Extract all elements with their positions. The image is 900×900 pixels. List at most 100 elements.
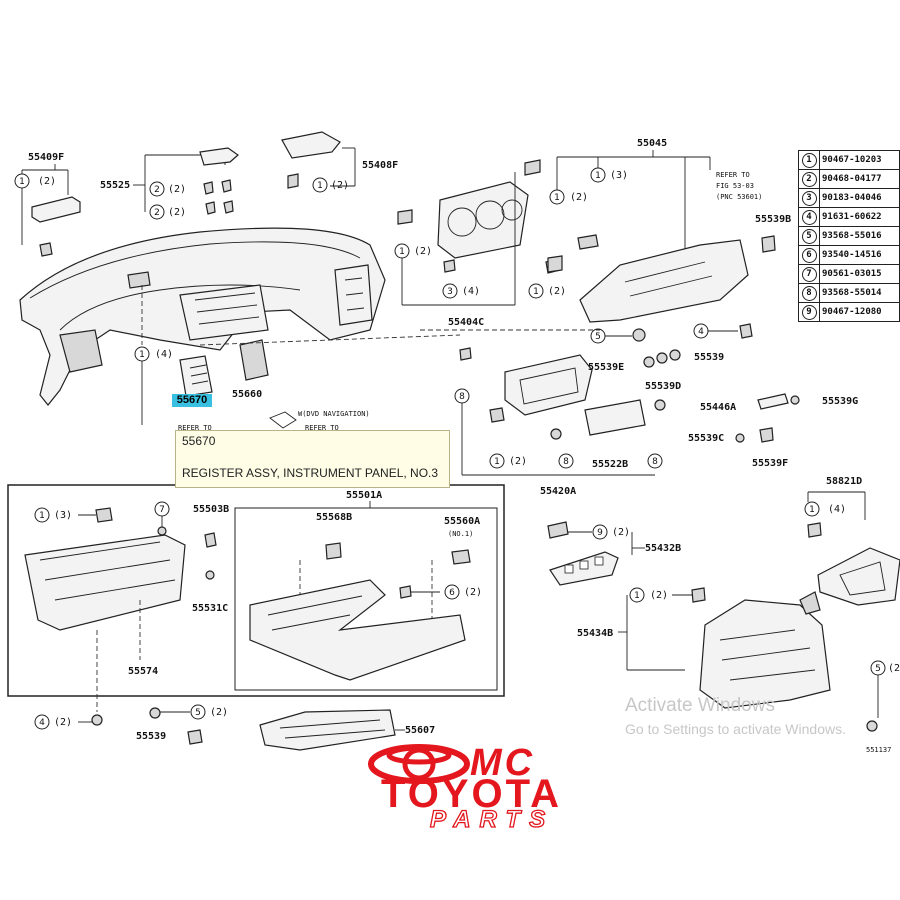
- refer-note: REFER TO: [305, 424, 339, 432]
- part-55670-register[interactable]: [179, 355, 213, 397]
- part-55522b[interactable]: [584, 399, 646, 436]
- part-55568b[interactable]: [325, 542, 342, 560]
- legend-part-number[interactable]: 90467-10203: [819, 150, 900, 170]
- label-551137[interactable]: 551137: [866, 746, 891, 754]
- label-55501a[interactable]: 55501A: [346, 490, 382, 501]
- legend-key: 3: [798, 188, 820, 208]
- label-55525[interactable]: 55525: [100, 180, 130, 191]
- activation-title: Activate Windows: [625, 695, 775, 716]
- part-55446a[interactable]: [757, 393, 789, 410]
- part-55525-cover[interactable]: [199, 147, 239, 166]
- qty: (3): [610, 170, 628, 181]
- group-55539-right: 55539E 55539 55539D 55446A 55539G 55539C…: [588, 349, 858, 469]
- group-55420a: 8 1 (2) 8 55522B 8 55420A: [199, 329, 666, 497]
- part-55409f[interactable]: [31, 196, 81, 223]
- legend-part-number[interactable]: 93568-55016: [819, 226, 900, 246]
- legend-part-number[interactable]: 93568-55014: [819, 283, 900, 303]
- label-55539c[interactable]: 55539C: [688, 433, 724, 444]
- legend-key-circle: 1: [801, 152, 817, 168]
- qty: (2): [509, 456, 527, 467]
- label-55539b[interactable]: 55539B: [755, 214, 791, 225]
- label-55432b[interactable]: 55432B: [645, 543, 681, 554]
- label-55408f[interactable]: 55408F: [362, 160, 398, 171]
- callout-1: 1: [595, 171, 601, 181]
- qty: (2): [548, 286, 566, 297]
- part-58821d[interactable]: [817, 547, 900, 606]
- label-55560a[interactable]: 55560A: [444, 516, 480, 527]
- label-55539d[interactable]: 55539D: [645, 381, 681, 392]
- callout-1: 1: [139, 350, 145, 360]
- part-55501a-glovebox-door[interactable]: [249, 579, 466, 681]
- label-55045[interactable]: 55045: [637, 138, 667, 149]
- clip-part[interactable]: [39, 242, 53, 257]
- callout-1: 1: [39, 511, 45, 521]
- label-55539g[interactable]: 55539G: [822, 396, 858, 407]
- legend-key-circle: 5: [801, 228, 817, 244]
- legend-key: 1: [798, 150, 820, 170]
- label-55434b[interactable]: 55434B: [577, 628, 613, 639]
- group-55045: 55045 REFER TO FIG 53-03 (PNC 53601) 1 (…: [547, 138, 791, 344]
- label-55539f[interactable]: 55539F: [752, 458, 788, 469]
- callout-9: 9: [597, 528, 603, 538]
- brand-parts: PARTS: [429, 805, 555, 833]
- qty: (2): [168, 184, 186, 195]
- part-55045-panel[interactable]: [579, 239, 749, 323]
- label-55409f[interactable]: 55409F: [28, 152, 64, 163]
- legend-key-circle: 3: [801, 190, 817, 206]
- legend-part-number[interactable]: 90467-12080: [819, 302, 900, 322]
- part-55404c-cluster[interactable]: [437, 181, 529, 259]
- part-55607[interactable]: [259, 709, 396, 751]
- group-55670: 1 (4) REFER TO: [134, 285, 213, 432]
- legend-part-number[interactable]: 90561-03015: [819, 264, 900, 284]
- tooltip-description: REGISTER ASSY, INSTRUMENT PANEL, NO.3: [182, 466, 439, 480]
- label-55539-bottom[interactable]: 55539: [136, 731, 166, 742]
- callout-1: 1: [554, 193, 560, 203]
- part-55408f[interactable]: [281, 131, 341, 159]
- legend-part-number[interactable]: 93540-14516: [819, 245, 900, 265]
- toyota-emblem-icon: [368, 744, 470, 784]
- label-55568b[interactable]: 55568B: [316, 512, 352, 523]
- activation-subtitle: Go to Settings to activate Windows.: [625, 721, 846, 737]
- qty: (2): [464, 587, 482, 598]
- navi-note: W(DVD NAVIGATION): [298, 410, 370, 418]
- part-glovebox-housing[interactable]: [24, 534, 186, 631]
- label-55531c[interactable]: 55531C: [192, 603, 228, 614]
- label-55660[interactable]: 55660: [232, 389, 262, 400]
- group-right-bottom: 58821D 1 (4) 9 (2) 55432B 1 (2) 55434B: [547, 476, 900, 754]
- label-58821d[interactable]: 58821D: [826, 476, 862, 487]
- label-55607[interactable]: 55607: [405, 725, 435, 736]
- label-55420a[interactable]: 55420A: [540, 486, 576, 497]
- label-55539[interactable]: 55539: [694, 352, 724, 363]
- callout-4: 4: [39, 718, 45, 728]
- highlighted-part-55670[interactable]: 55670: [172, 394, 212, 407]
- legend-key-circle: 6: [801, 247, 817, 263]
- callout-1: 1: [533, 287, 539, 297]
- legend-part-number[interactable]: 91631-60622: [819, 207, 900, 227]
- label-55404c[interactable]: 55404C: [448, 317, 484, 328]
- label-55522b[interactable]: 55522B: [592, 459, 628, 470]
- part-55420a[interactable]: [504, 354, 593, 416]
- label-55503b[interactable]: 55503B: [193, 504, 229, 515]
- qty: (2): [650, 590, 668, 601]
- callout-1: 1: [317, 181, 323, 191]
- callout-8: 8: [563, 457, 569, 467]
- qty: (2): [888, 663, 900, 674]
- legend-part-number[interactable]: 90183-04046: [819, 188, 900, 208]
- glovebox-frame: 55501A 1 (3) 7 55503B 55531C 55574 55568…: [7, 484, 505, 697]
- part-55660[interactable]: [239, 339, 269, 381]
- label-55539e[interactable]: 55539E: [588, 362, 624, 373]
- legend-key-circle: 9: [801, 304, 817, 320]
- qty: (2): [612, 527, 630, 538]
- callout-1: 1: [634, 591, 640, 601]
- legend-part-number[interactable]: 90468-04177: [819, 169, 900, 189]
- legend-key: 5: [798, 226, 820, 246]
- legend-key: 2: [798, 169, 820, 189]
- callout-2: 2: [154, 185, 160, 195]
- label-55574[interactable]: 55574: [128, 666, 158, 677]
- dashboard-panel[interactable]: [19, 227, 386, 406]
- part-55560a[interactable]: [451, 549, 471, 565]
- label-55446a[interactable]: 55446A: [700, 402, 736, 413]
